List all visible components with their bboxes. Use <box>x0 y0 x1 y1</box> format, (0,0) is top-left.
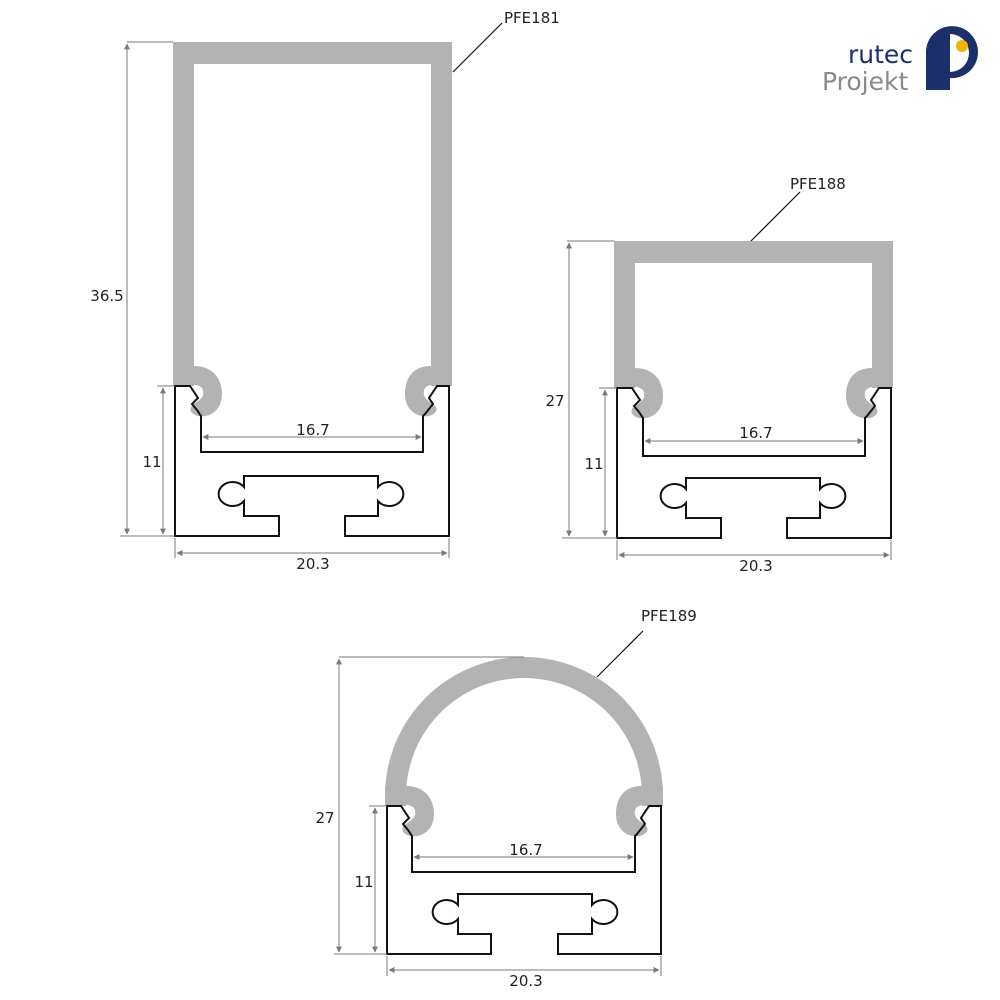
pfe189-base-channel <box>386 805 662 955</box>
pfe181-outer-width-label: 20.3 <box>296 555 329 573</box>
pfe189-leader-line <box>596 630 644 678</box>
pfe189-outer-width-label: 20.3 <box>509 972 542 990</box>
pfe181-name-label: PFE181 <box>504 9 560 27</box>
pfe181-inner-width-label: 16.7 <box>296 421 329 439</box>
logo-text-rutec: rutec <box>848 40 913 69</box>
rutec-projekt-logo: rutec Projekt <box>822 26 978 96</box>
pfe189-overall-height-label: 27 <box>315 809 334 827</box>
pfe188-inner-width-label: 16.7 <box>739 424 772 442</box>
pfe188-base-height-label: 11 <box>584 455 603 473</box>
pfe181-cover <box>173 42 452 417</box>
pfe189-base-height-label: 11 <box>354 873 373 891</box>
pfe188-overall-height-label: 27 <box>545 392 564 410</box>
pfe181-base-height-label: 11 <box>142 453 161 471</box>
profile-pfe188: 27 11 16.7 20.3 PFE188 <box>545 175 893 575</box>
pfe188-outer-width-label: 20.3 <box>739 557 772 575</box>
pfe181-base-channel <box>174 385 450 537</box>
pfe188-leader-line <box>750 191 801 242</box>
pfe188-name-label: PFE188 <box>790 175 846 193</box>
profile-pfe189: 27 11 16.7 20.3 PFE189 <box>315 607 696 990</box>
pfe188-cover <box>614 241 893 419</box>
logo-text-projekt: Projekt <box>822 67 908 96</box>
pfe188-dimensions: 27 11 16.7 20.3 <box>545 240 892 575</box>
pfe189-inner-width-label: 16.7 <box>509 841 542 859</box>
pfe181-leader-line <box>452 22 503 73</box>
profile-pfe181: 36.5 11 16.7 20.3 PFE181 <box>90 9 559 573</box>
pfe189-name-label: PFE189 <box>641 607 697 625</box>
logo-p-mark-icon <box>926 26 978 90</box>
pfe189-cover <box>385 657 663 837</box>
pfe181-overall-height-label: 36.5 <box>90 287 123 305</box>
pfe189-dimensions: 27 11 16.7 20.3 <box>315 656 662 990</box>
pfe188-base-channel <box>616 387 892 539</box>
pfe181-dimensions: 36.5 11 16.7 20.3 <box>90 41 450 573</box>
